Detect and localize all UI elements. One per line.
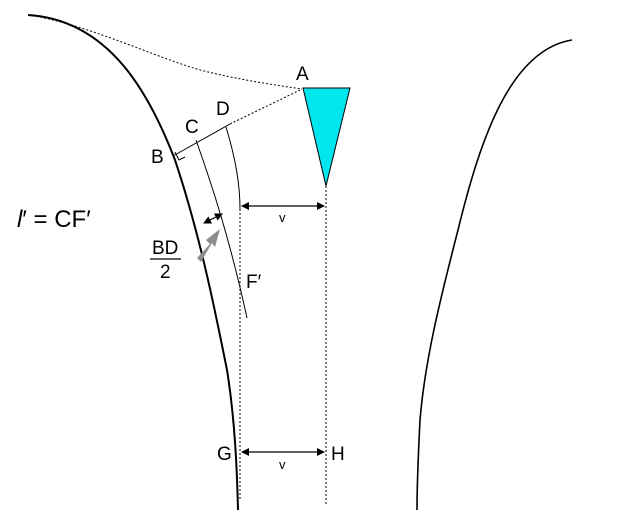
label-d: D (216, 99, 230, 120)
label-g: G (217, 444, 232, 465)
label-v-top: v (279, 210, 286, 225)
label-h: H (331, 444, 345, 465)
dotted-top-curve (39, 16, 303, 90)
label-v-bottom: v (279, 457, 286, 472)
right-angle-mark (174, 151, 186, 161)
cyan-triangle (302, 87, 351, 187)
curve-d (225, 126, 241, 211)
label-a: A (296, 64, 309, 85)
line-b-d (172, 123, 231, 157)
gray-pointer-arrow (197, 229, 220, 262)
formula-rest: ′ = CF′ (22, 206, 91, 233)
label-c: C (185, 117, 199, 138)
half-bd-arrow (203, 213, 223, 224)
fraction-denominator: 2 (160, 262, 171, 283)
formula-l: l (17, 206, 23, 233)
right-curve (416, 39, 573, 511)
label-b: B (151, 147, 164, 168)
formula: l′ = CF′ (17, 206, 91, 233)
line-d-a-dotted (229, 88, 303, 125)
left-curve (27, 14, 239, 511)
fraction-numerator: BD (152, 238, 178, 259)
curve-c (195, 139, 248, 319)
label-f: F′ (246, 272, 262, 293)
